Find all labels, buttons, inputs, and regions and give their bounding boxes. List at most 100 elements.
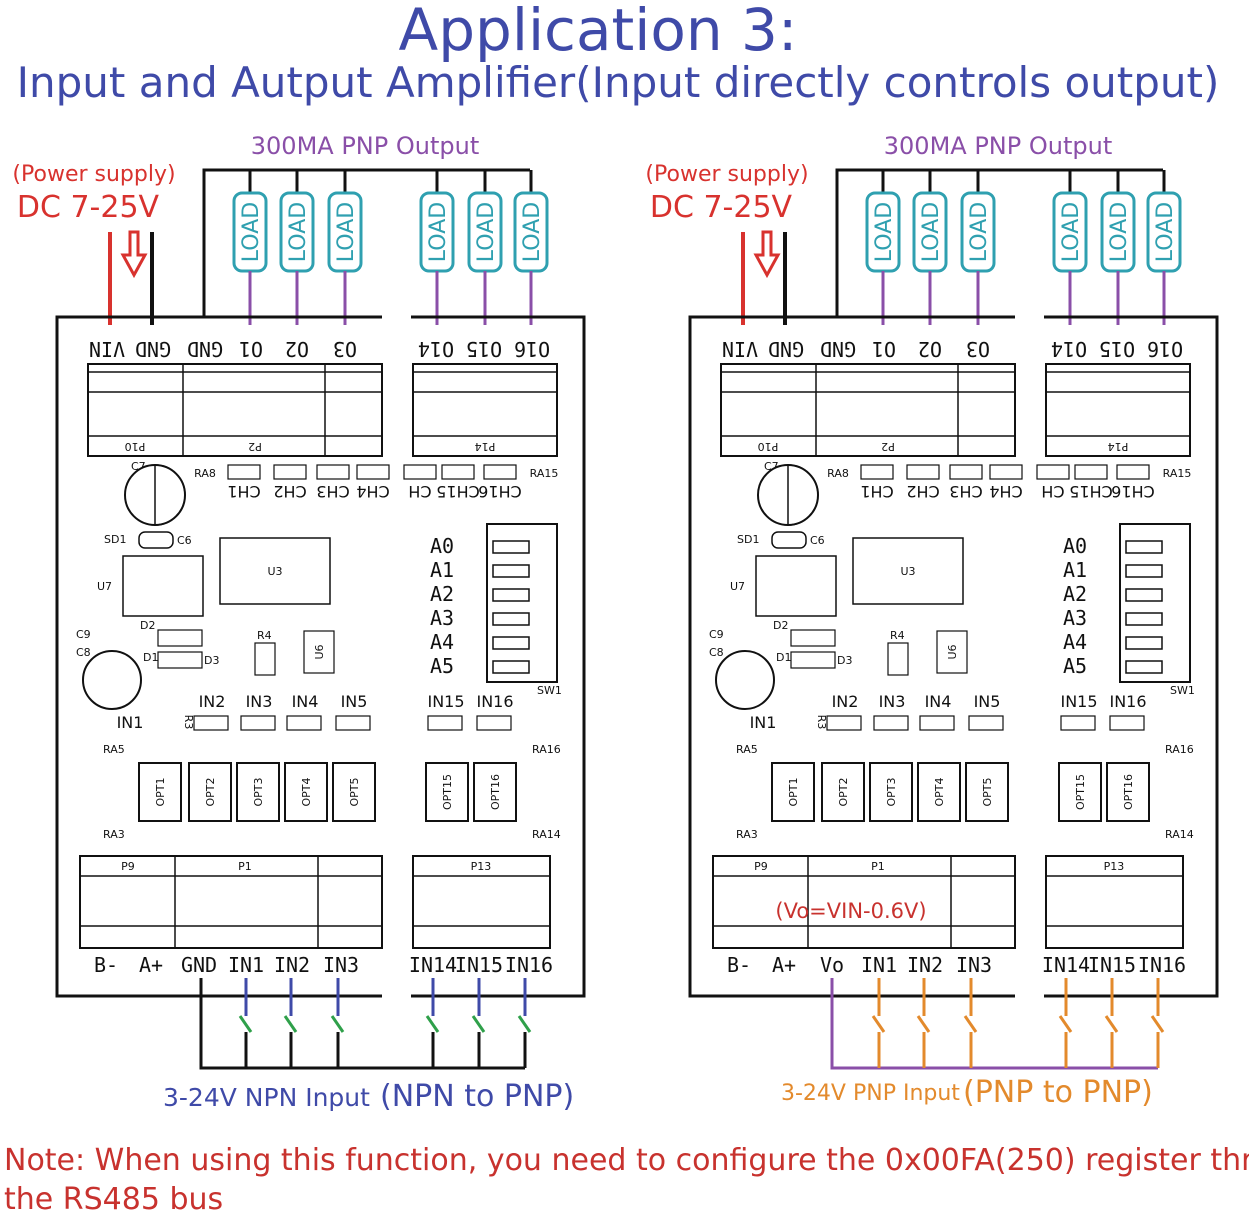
channel-label: CH2 [273,482,306,501]
output-label: 300MA PNP Output [884,132,1112,160]
input-switch [471,1015,486,1033]
input-switch [1104,1015,1119,1033]
input-led [476,715,512,731]
bottom-connector-label: P9 [121,860,135,873]
dip-toggle [1125,660,1163,674]
bottom-connector-label: P13 [1104,860,1125,873]
chip-u3 [852,537,964,605]
load-label: LOAD [1059,202,1084,262]
dip-toggle [1125,636,1163,650]
input-led [193,715,229,731]
page-subtitle: Input and Autput Amplifier(Input directl… [17,58,1220,107]
channel-label: CH [408,482,431,501]
input-led-label: IN15 [1060,692,1097,711]
component-label: R4 [257,629,272,642]
channel-label: CH4 [989,482,1022,501]
top-connector-label: P10 [758,440,779,453]
input-mode: (NPN to PNP) [380,1079,574,1114]
top-pin-label: O2 [285,337,309,361]
input-led-label: IN16 [1109,692,1146,711]
input-led-label: IN1 [750,713,777,732]
optocoupler-label: OPT16 [1122,774,1135,810]
optocoupler [284,762,328,822]
input-led [873,715,909,731]
input-led-label: IN4 [925,692,952,711]
top-connector-label: P14 [1108,440,1129,453]
top-pin-label: O15 [466,337,502,361]
channel-led [949,464,983,480]
optocoupler-label: OPT3 [885,777,898,806]
bottom-pin-label: GND [181,953,217,977]
top-connector-label: P10 [125,440,146,453]
bottom-pin-label: Vo [820,953,844,977]
chip-u6 [303,630,335,674]
top-pin-label: O1 [872,337,896,361]
top-pin-label: O15 [1099,337,1135,361]
channel-label: CH [1041,482,1064,501]
input-led-label: IN2 [832,692,859,711]
bottom-pin-label: B- [94,953,118,977]
bottom-pin-label: A+ [139,953,163,977]
dip-label: A1 [1063,558,1087,582]
ra-label: RA16 [532,743,561,756]
top-pin-label: GND [135,337,171,361]
power-supply-label: (Power supply) [12,162,175,187]
input-led-label: IN16 [476,692,513,711]
capacitor-c8 [82,650,142,710]
optocoupler [771,762,815,822]
optocoupler [965,762,1009,822]
input-led [286,715,322,731]
board-outline-left [55,315,382,998]
top-pin-label: O2 [918,337,942,361]
channel-led [273,464,307,480]
chip-u7 [755,555,837,617]
input-switch [283,1015,298,1033]
channel-label: CH3 [316,482,349,501]
input-led-label: IN5 [974,692,1001,711]
optocoupler-label: OPT3 [252,777,265,806]
load-label: LOAD [919,202,944,262]
component-label: C8 [709,646,724,659]
optocoupler-label: OPT1 [787,777,800,806]
capacitor-c7-hatch [154,464,186,526]
capacitor-c8 [715,650,775,710]
input-led [968,715,1004,731]
top-connector-right [412,363,558,457]
bottom-connector-label: P1 [871,860,885,873]
power-voltage-label: DC 7-25V [650,190,793,225]
channel-led [316,464,350,480]
note-line-1: Note: When using this function, you need… [4,1143,1249,1178]
top-pin-label: O14 [1051,337,1087,361]
load-label: LOAD [872,202,897,262]
component-label: SD1 [737,533,759,546]
component-label: R3 [182,715,195,730]
optocoupler [1106,762,1150,822]
top-connector-label: P14 [475,440,496,453]
dip-toggle [1125,564,1163,578]
board-outline-right [411,315,586,998]
dip-toggle [1125,540,1163,554]
top-pin-label: VIN [89,337,125,361]
bottom-pin-label: IN2 [907,953,943,977]
bottom-connector-left [79,855,383,949]
channel-led [403,464,437,480]
optocoupler [188,762,232,822]
optocoupler [473,762,517,822]
input-led [1060,715,1096,731]
component-label: D1 [776,651,791,664]
power-arrow-icon [120,230,148,279]
channel-label: CH15 [1069,482,1113,501]
bottom-pin-label: IN15 [455,953,503,977]
board-outline-left [688,315,1015,998]
ra-label: RA5 [103,743,125,756]
input-led-label: IN5 [341,692,368,711]
top-pin-label: O16 [514,337,550,361]
component-label: C9 [709,628,724,641]
output-common-wire [835,168,1163,318]
dip-label: A3 [1063,606,1087,630]
optocoupler-label: OPT5 [348,777,361,806]
component-label: R3 [815,715,828,730]
optocoupler [425,762,469,822]
top-pin-label: O3 [333,337,357,361]
